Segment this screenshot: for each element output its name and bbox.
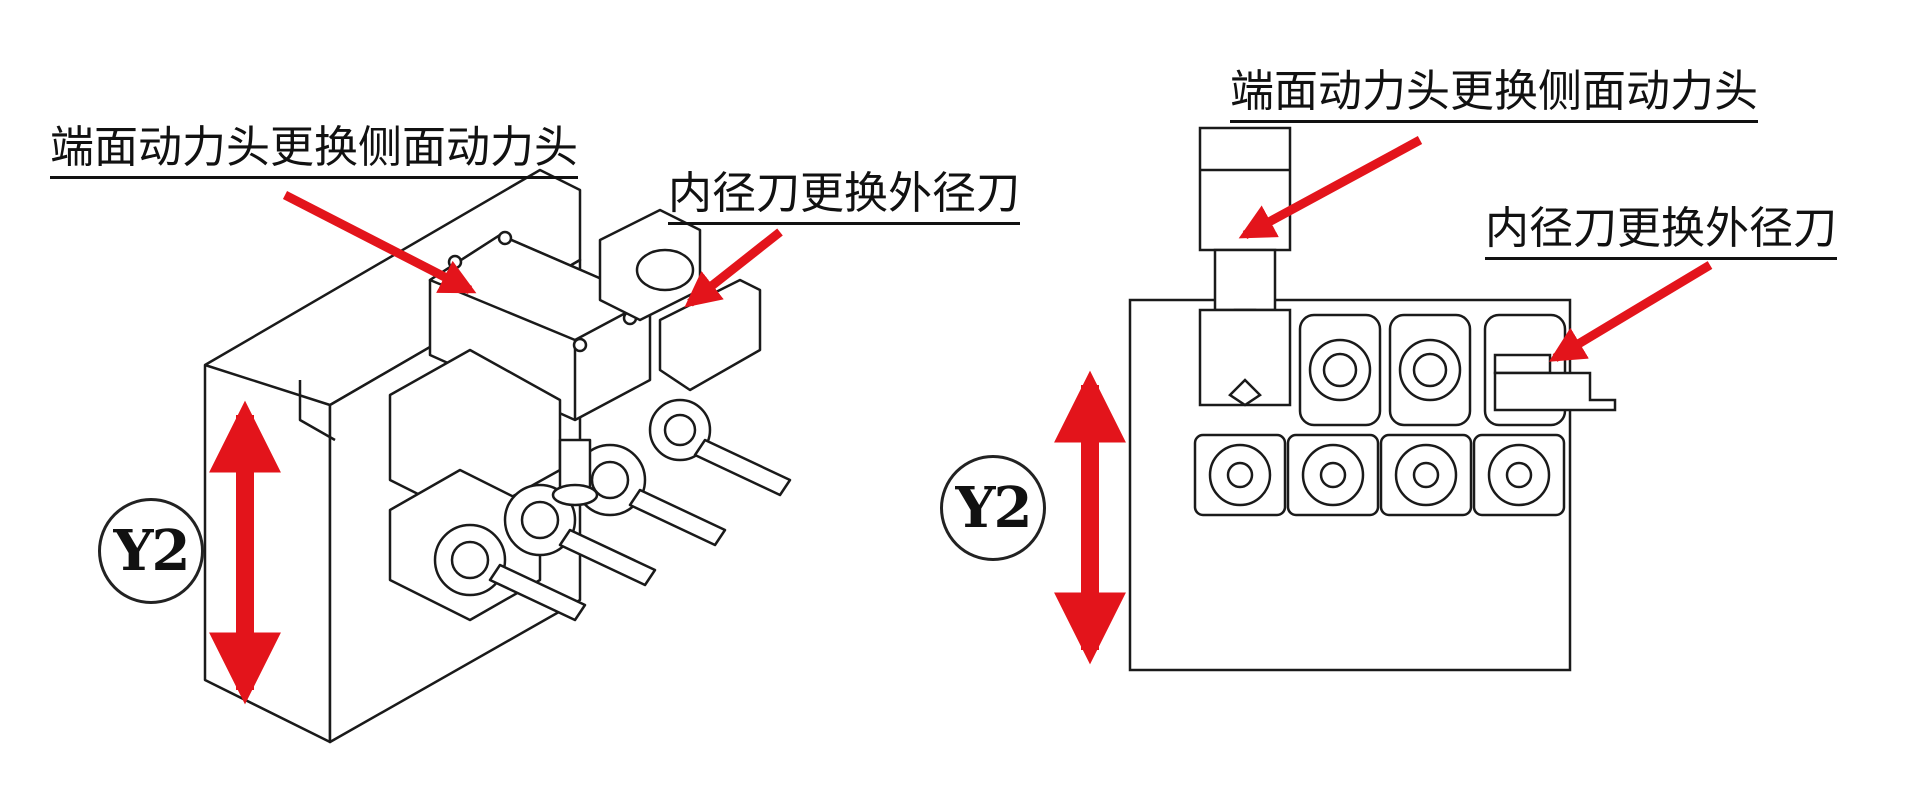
right-arrows <box>1054 136 1713 665</box>
right-y2-badge: Y2 <box>940 455 1046 561</box>
right-inner-tool-arrow <box>1548 261 1713 362</box>
left-isometric-turret <box>203 168 792 744</box>
left-face-head-arrow <box>282 190 477 295</box>
right-inner-tool-label: 内径刀更换外径刀 <box>1485 203 1837 260</box>
left-y2-badge: Y2 <box>98 498 204 604</box>
left-face-head-label: 端面动力头更换侧面动力头 <box>50 122 578 179</box>
left-arrows <box>209 190 783 705</box>
right-front-view <box>1128 126 1617 672</box>
right-lower-holders <box>1193 433 1566 517</box>
left-inner-tool-arrow <box>684 228 783 308</box>
right-upper-holders <box>1298 313 1617 427</box>
right-face-head-arrow <box>1238 136 1423 239</box>
left-inner-tool-label: 内径刀更换外径刀 <box>668 168 1020 225</box>
right-face-head-label: 端面动力头更换侧面动力头 <box>1230 66 1758 123</box>
